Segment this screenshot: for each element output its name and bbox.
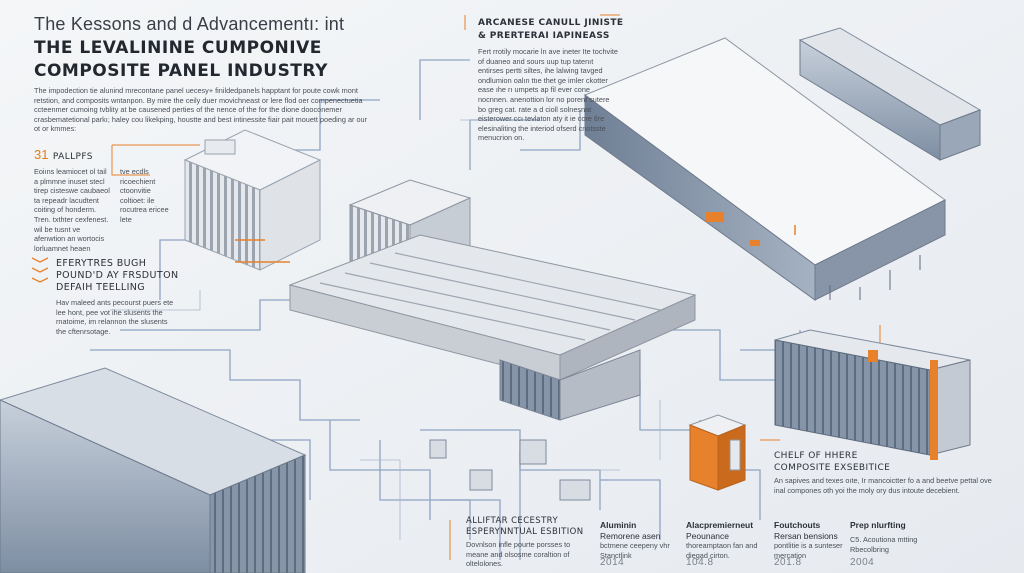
header-intro: The impodection tie alunind mrecontane p…: [34, 86, 368, 134]
central-factory: [288, 234, 697, 421]
timeline-year: 2004: [850, 557, 875, 568]
bottom-callout-body: Dovnlson infle pourte porsses to meane a…: [466, 540, 571, 569]
bottom-callout-title-1: ALLIFTAR CECESTRY: [466, 516, 559, 526]
timeline-year: 201.8: [774, 557, 802, 568]
office-block-left: [183, 129, 322, 271]
timeline-sub: Remorene asen: [600, 531, 661, 541]
timeline-title: Aluminin: [600, 520, 637, 530]
top-callout-body: Fert rrotily mocarie ln ave ineter Ite t…: [478, 47, 618, 143]
timeline-title: Alacpremierneut: [686, 520, 754, 530]
feature-body: Hav maleed ants pecourst puers ete lee h…: [56, 298, 174, 336]
warehouse-bottom-left: [0, 367, 307, 573]
right-callout-title-2: COMPOSITE EXSEBITICE: [774, 463, 891, 473]
bottom-callout-title-2: ESPERYNNTUAL ESBITION: [466, 527, 584, 537]
timeline-sub: Peounance: [686, 531, 730, 541]
feature-title-3: DEFAIH TEELLING: [56, 282, 146, 293]
right-callout-body: An sapives and texes oıte, Ir mancoictte…: [774, 476, 992, 495]
header-title-line2: COMPOSITE PANEL INDUSTRY: [34, 61, 328, 81]
top-callout-title-1: ARCANESE CANULL JINISTE: [478, 18, 624, 28]
timeline-year: 104.8: [686, 557, 714, 568]
header-kicker: The Kessons and d Advancementı: int: [34, 14, 345, 34]
top-callout-title-2: & PRERTERAI IAPINEASS: [478, 31, 610, 41]
warehouse-top-right: [583, 37, 946, 301]
timeline-body: C5. Acoutiona mtting Rbecolbring: [850, 535, 918, 554]
stat-number: 31: [34, 147, 49, 162]
machinery-block-right: [774, 329, 971, 460]
timeline-body: bctmene ceepeny vhr Stanctlink: [600, 541, 670, 560]
header-title-line1: THE LEVALININE CUMPONIVE: [34, 38, 322, 58]
left-panel-stack: [31, 257, 49, 283]
timeline-sub: Rersan bensions: [774, 531, 838, 541]
orange-kiosk: [688, 414, 747, 491]
stat-body: Eoiıns leamiocet ol tail a plmmne inuset…: [34, 167, 110, 253]
orange-pipe-hints: [235, 225, 796, 263]
timeline-body: pontlitie is a sunteser mercation: [774, 541, 843, 560]
timeline-year: 2014: [600, 557, 625, 568]
timeline-title: Foutchouts: [774, 520, 821, 530]
stat-note: tve ecdls ricoechient ctoonvitie coltioe…: [120, 167, 169, 224]
timeline-title: Prep nlurfting: [850, 520, 906, 530]
glass-building-top: [798, 27, 982, 161]
stat-label: PALLPFS: [52, 152, 93, 162]
right-callout-title-1: CHELF OF HHERE: [774, 451, 858, 461]
feature-title-1: EFERYTRES BUGH: [56, 258, 147, 269]
equipment-cluster: [429, 439, 591, 501]
timeline-body: thoreamptaon fan and diegad cirton.: [686, 541, 758, 560]
stat-heading: 31 PALLPFS: [34, 146, 234, 164]
feature-title-2: POUND'D AY FRSDUTON: [56, 270, 179, 281]
pipe-network-thin: [110, 119, 661, 540]
